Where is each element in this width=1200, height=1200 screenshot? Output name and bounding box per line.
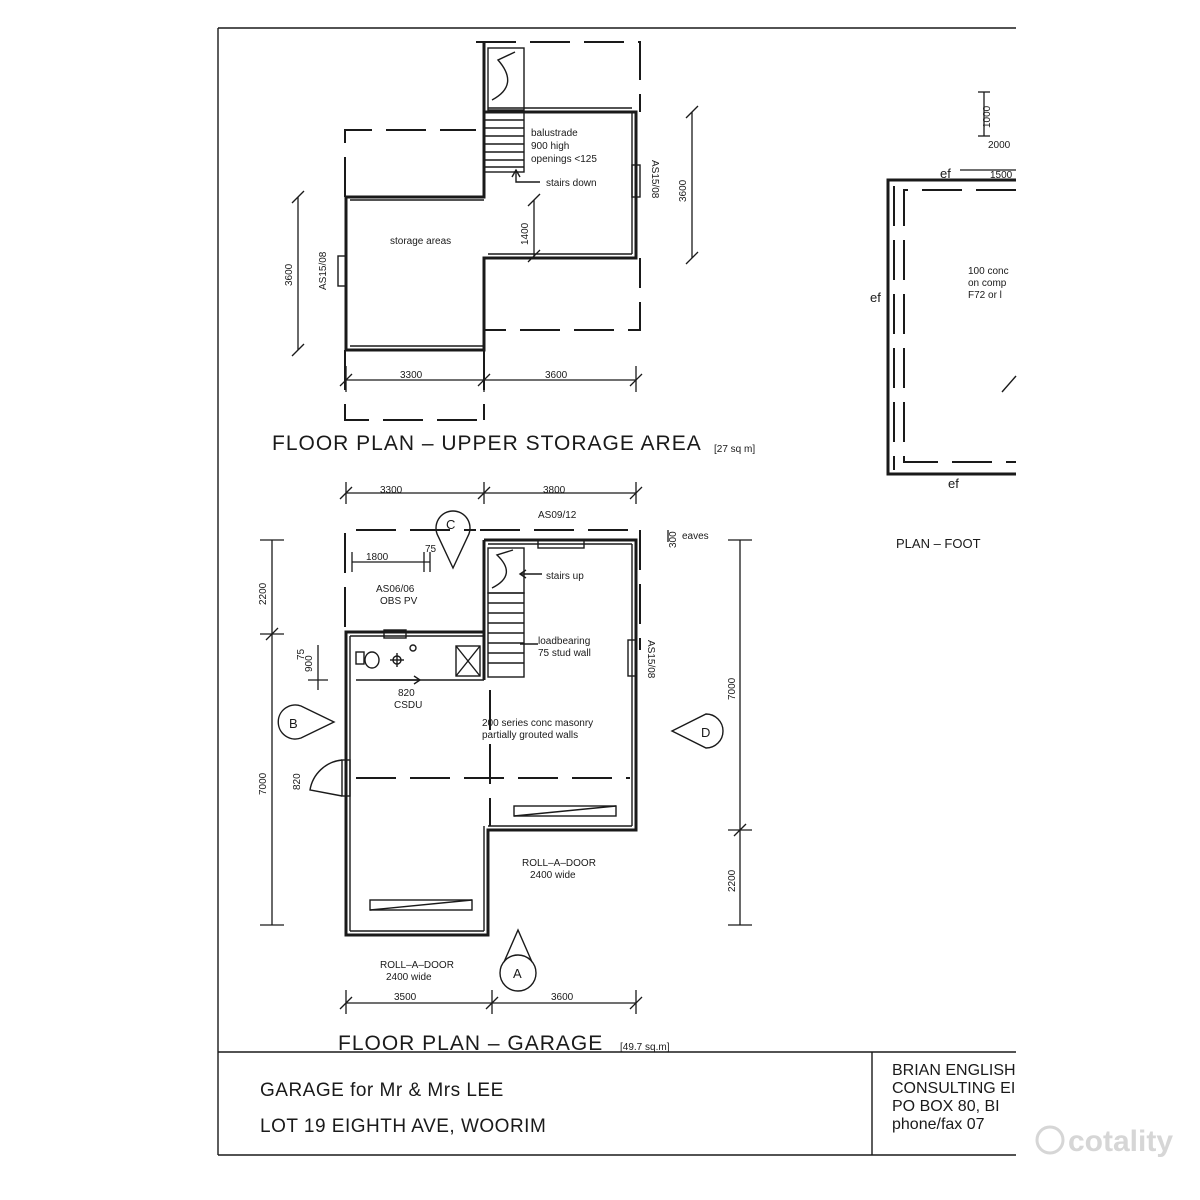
footing-compaction-note: on comp bbox=[968, 278, 1007, 289]
side-door-width: 820 bbox=[292, 773, 303, 790]
footing-dimension-2000: 2000 bbox=[988, 140, 1011, 151]
dimension-1800: 1800 bbox=[366, 552, 389, 563]
section-marker-b: B bbox=[277, 704, 336, 740]
garage-plan-title: FLOOR PLAN – GARAGE bbox=[338, 1032, 603, 1055]
garage-top-right-dimension: 3800 bbox=[543, 485, 566, 496]
footing-ef-left: ef bbox=[870, 290, 881, 305]
footing-plan: 1000 2000 1500 ef ef ef 100 conc on comp… bbox=[870, 91, 1017, 551]
loadbearing-label: loadbearing bbox=[538, 636, 590, 647]
upper-storage-plan: balustrade 900 high openings <125 stairs… bbox=[272, 41, 755, 455]
footing-slab-note: 100 conc bbox=[968, 266, 1009, 277]
inner-dimension-1400: 1400 bbox=[520, 222, 531, 245]
firm-phone: phone/fax 07 bbox=[892, 1116, 985, 1133]
roll-door-right-width: 2400 wide bbox=[530, 870, 576, 881]
stud-wall-label: 75 stud wall bbox=[538, 648, 591, 659]
csdu-label: CSDU bbox=[394, 700, 422, 711]
dimension-75-side: 75 bbox=[296, 648, 307, 660]
firm-type: CONSULTING EI bbox=[892, 1080, 1015, 1097]
roll-door-left-label: ROLL–A–DOOR bbox=[380, 960, 454, 971]
svg-text:B: B bbox=[289, 716, 298, 731]
garage-top-left-dimension: 3300 bbox=[380, 485, 403, 496]
garage-plan: C B D A 3300 3800 AS09/12 1800 75 AS06/0… bbox=[258, 482, 752, 1055]
svg-text:D: D bbox=[701, 725, 710, 740]
csdu-door-width: 820 bbox=[398, 688, 415, 699]
storage-room-label: storage areas bbox=[390, 236, 451, 247]
upper-bottom-left-dimension: 3300 bbox=[400, 370, 423, 381]
footing-ef-bottom: ef bbox=[948, 476, 959, 491]
stairs-up-label: stairs up bbox=[546, 571, 584, 582]
footing-ef-top: ef bbox=[940, 166, 951, 181]
section-marker-a: A bbox=[499, 928, 537, 992]
garage-left-top-dimension: 2200 bbox=[258, 582, 269, 605]
garage-top-window-code: AS09/12 bbox=[538, 510, 577, 521]
balustrade-height: 900 high bbox=[531, 141, 569, 152]
project-address: LOT 19 EIGHTH AVE, WOORIM bbox=[260, 1116, 546, 1137]
stairs-down-label: stairs down bbox=[546, 178, 597, 189]
garage-left-bottom-dimension: 7000 bbox=[258, 772, 269, 795]
footing-plan-title: PLAN – FOOT bbox=[896, 536, 981, 551]
upper-right-window-code: AS15/08 bbox=[649, 160, 660, 199]
upper-right-dimension: 3600 bbox=[678, 179, 689, 202]
garage-right-bottom-dimension: 2200 bbox=[727, 869, 738, 892]
obscure-window-code: AS06/06 bbox=[376, 584, 415, 595]
sheet-border bbox=[217, 27, 1016, 1156]
obscure-window-type: OBS PV bbox=[380, 596, 418, 607]
section-marker-d: D bbox=[670, 713, 724, 749]
balustrade-openings: openings <125 bbox=[531, 154, 597, 165]
firm-po-box: PO BOX 80, BI bbox=[892, 1098, 1000, 1115]
garage-right-window-code: AS15/08 bbox=[645, 640, 656, 679]
upper-plan-title: FLOOR PLAN – UPPER STORAGE AREA bbox=[272, 432, 702, 455]
garage-plan-area: [49.7 sq.m] bbox=[620, 1042, 670, 1053]
garage-right-top-dimension: 7000 bbox=[727, 677, 738, 700]
watermark-globe-icon bbox=[1035, 1125, 1065, 1155]
stair-treads-upper bbox=[483, 111, 525, 173]
svg-text:C: C bbox=[446, 517, 455, 532]
watermark-logo: cotality bbox=[1035, 1125, 1173, 1158]
upper-left-window-code: AS15/08 bbox=[318, 251, 329, 290]
eaves-label: eaves bbox=[682, 531, 709, 542]
masonry-note: 200 series conc masonry bbox=[482, 718, 593, 729]
roll-door-left-width: 2400 wide bbox=[386, 972, 432, 983]
footing-mesh-note: F72 or l bbox=[968, 290, 1002, 301]
title-block: GARAGE for Mr & Mrs LEE LOT 19 EIGHTH AV… bbox=[260, 1062, 1016, 1137]
balustrade-note: balustrade bbox=[531, 128, 578, 139]
dimension-75-top: 75 bbox=[425, 544, 437, 555]
garage-bottom-left-dimension: 3500 bbox=[394, 992, 417, 1003]
footing-dimension-1000: 1000 bbox=[982, 105, 993, 128]
project-client: GARAGE for Mr & Mrs LEE bbox=[260, 1080, 504, 1101]
svg-text:A: A bbox=[513, 966, 522, 981]
stair-treads-garage bbox=[487, 592, 525, 678]
section-marker-c: C bbox=[435, 510, 471, 570]
grouted-walls-note: partially grouted walls bbox=[482, 730, 578, 741]
dimension-900: 900 bbox=[304, 655, 315, 672]
upper-left-dimension: 3600 bbox=[284, 263, 295, 286]
watermark-text: cotality bbox=[1068, 1125, 1173, 1158]
roll-door-right-label: ROLL–A–DOOR bbox=[522, 858, 596, 869]
upper-plan-area: [27 sq m] bbox=[714, 444, 755, 455]
upper-bottom-right-dimension: 3600 bbox=[545, 370, 568, 381]
garage-bottom-right-dimension: 3600 bbox=[551, 992, 574, 1003]
firm-name: BRIAN ENGLISH bbox=[892, 1062, 1016, 1079]
bathroom-fixtures bbox=[355, 644, 481, 677]
footing-dimension-1500: 1500 bbox=[990, 170, 1013, 181]
eaves-dimension: 300 bbox=[668, 531, 679, 548]
